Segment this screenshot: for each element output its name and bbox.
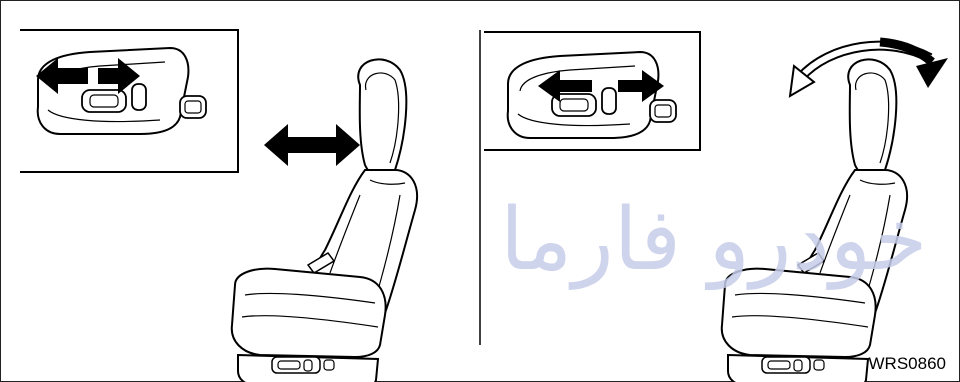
right-panel <box>484 32 948 382</box>
left-inset-switch <box>38 48 206 134</box>
left-panel <box>20 30 417 382</box>
car-seat-icon <box>232 59 417 382</box>
car-seat-icon <box>722 59 907 382</box>
double-arrow-icon <box>264 124 360 166</box>
figure-code: WRS0860 <box>869 354 946 374</box>
